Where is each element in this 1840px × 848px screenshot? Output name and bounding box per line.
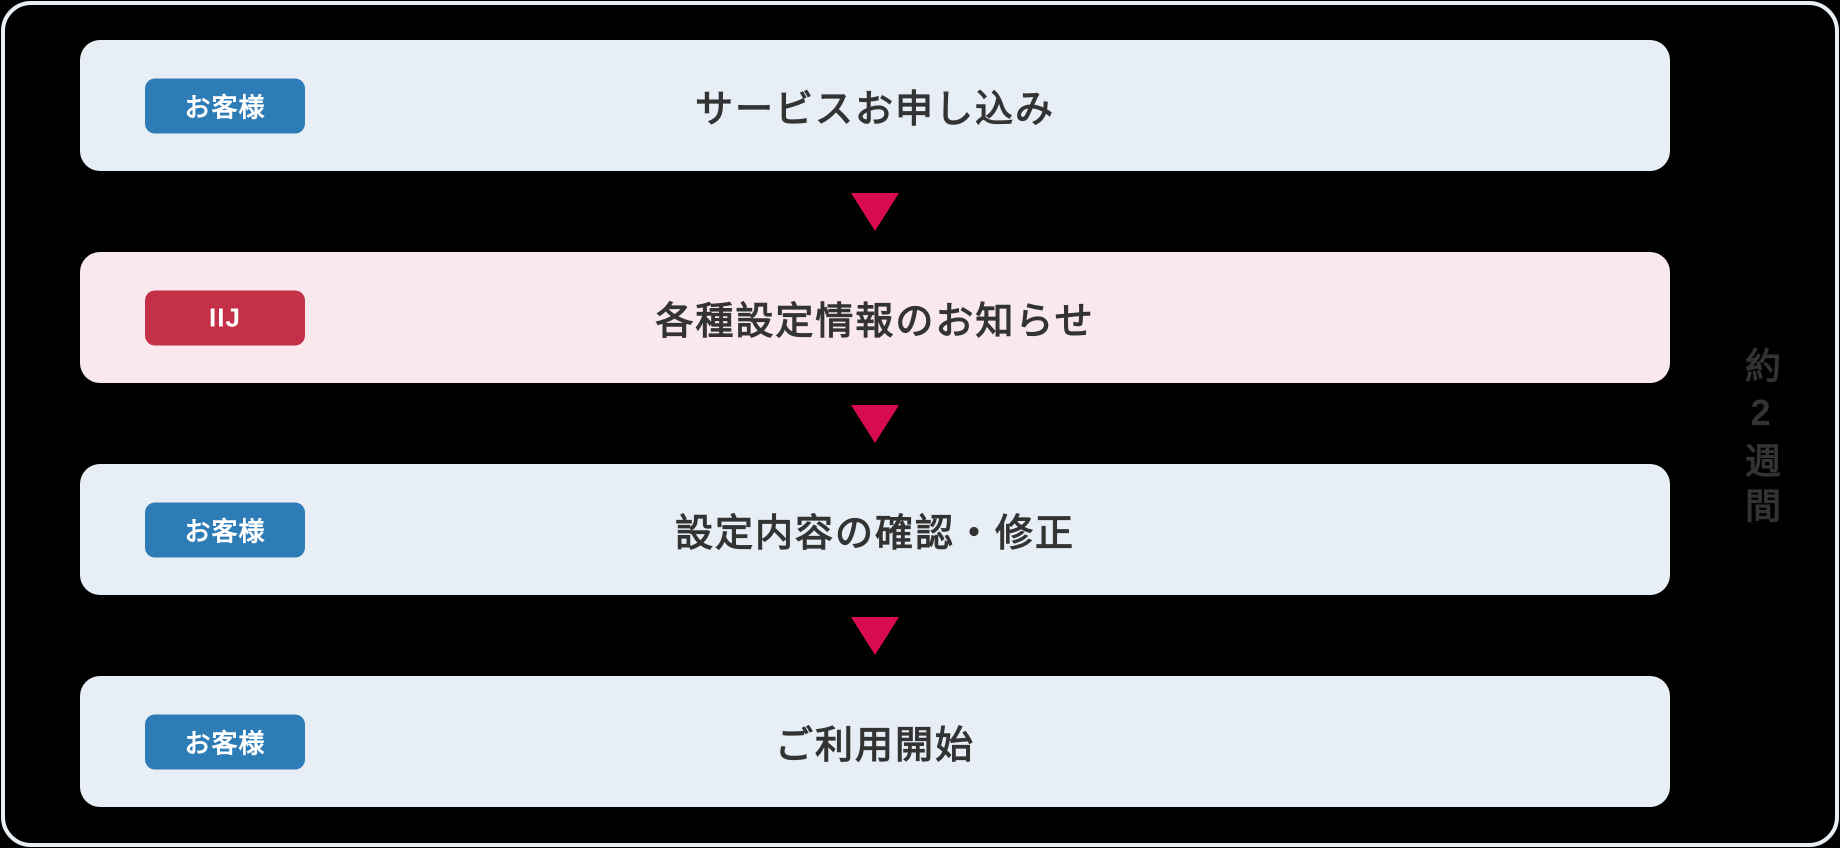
flow-step-application: お客様 サービスお申し込み: [80, 40, 1670, 171]
step-label: サービスお申し込み: [694, 89, 1055, 131]
flow-step-service-start: お客様 ご利用開始: [80, 676, 1670, 807]
arrow-gap: [80, 171, 1670, 252]
arrow-down-icon: [851, 616, 899, 655]
actor-badge-provider: IIJ: [145, 290, 305, 345]
step-label: 設定内容の確認・修正: [674, 513, 1075, 555]
actor-badge-customer: お客様: [145, 502, 305, 557]
actor-badge-customer: お客様: [145, 78, 305, 133]
arrow-gap: [80, 595, 1670, 676]
flow-step-confirmation: お客様 設定内容の確認・修正: [80, 464, 1670, 595]
flow-step-settings-notice: IIJ 各種設定情報のお知らせ: [80, 252, 1670, 383]
step-label: 各種設定情報のお知らせ: [655, 301, 1095, 343]
actor-badge-customer: お客様: [145, 714, 305, 769]
arrow-down-icon: [851, 192, 899, 231]
step-label: ご利用開始: [774, 725, 975, 767]
flow-steps-container: お客様 サービスお申し込み IIJ 各種設定情報のお知らせ お客様 設定内容の確…: [80, 40, 1670, 807]
arrow-down-icon: [851, 404, 899, 443]
arrow-gap: [80, 383, 1670, 464]
duration-label: 約2週間: [1740, 347, 1781, 532]
